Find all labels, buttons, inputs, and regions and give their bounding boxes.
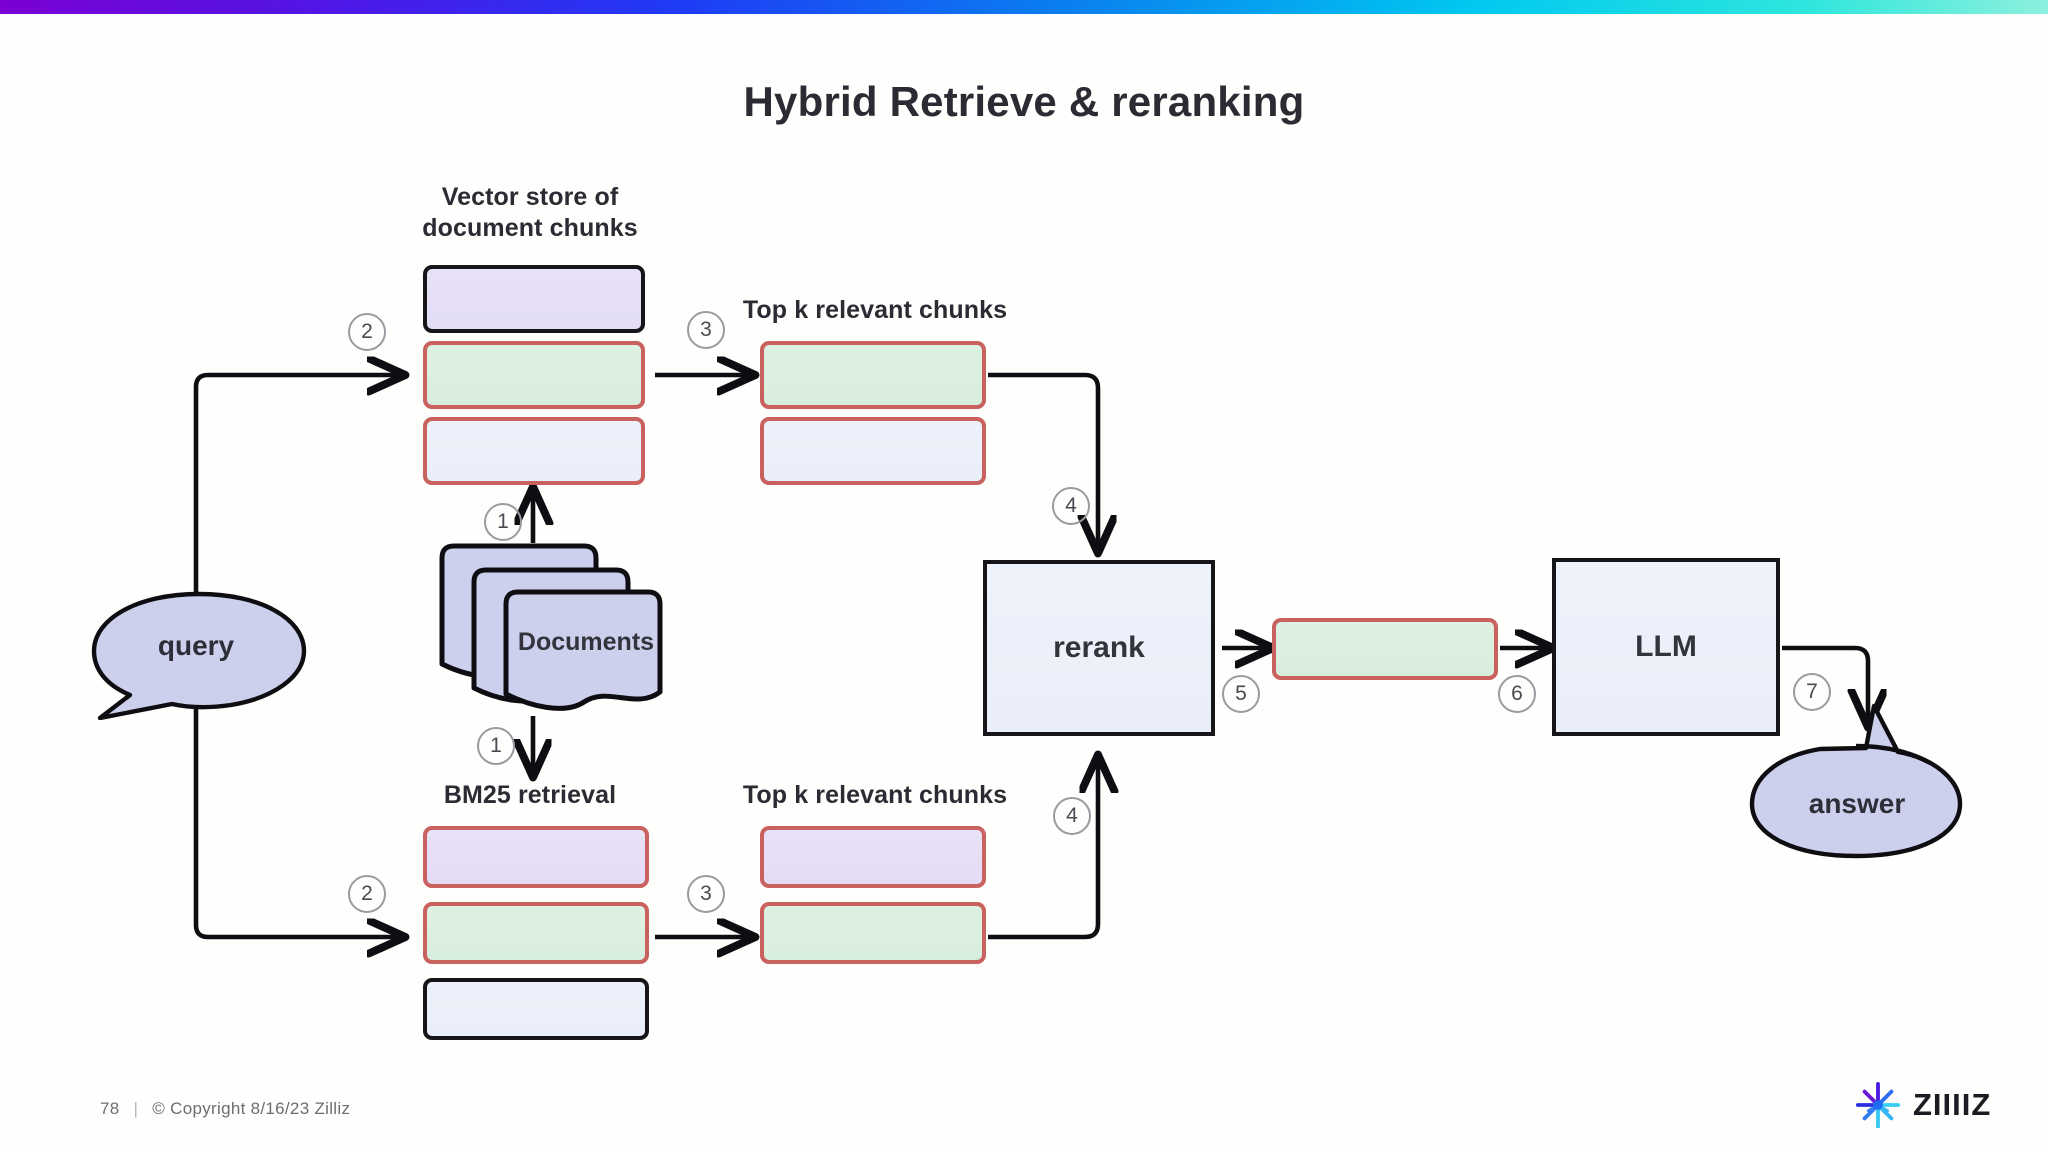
query-bubble-label: query [157,630,235,661]
vector-store-heading-line1: Vector store of [441,183,619,211]
zilliz-logo: ZIIIIZ [1855,1082,1991,1128]
zilliz-wordmark: ZIIIIZ [1913,1087,1992,1122]
answer-bubble-label: answer [1808,788,1906,819]
topk-bottom-chunk-1[interactable] [760,826,986,888]
documents-stack[interactable]: Documents [432,542,672,718]
vector-store-heading-line2: document chunks [422,213,638,242]
llm-label: LLM [1635,630,1697,663]
topk-top-chunk-2[interactable] [760,417,986,485]
topk-top-chunk-1[interactable] [760,341,986,409]
step-badge-7: 7 [1793,673,1831,711]
wire-topk-top-to-rerank [988,372,1098,548]
step-badge-3-top: 3 [687,311,725,349]
rerank-output-chunk[interactable] [1272,618,1498,680]
step-badge-1-down: 1 [477,727,515,765]
footer: 78 | © Copyright 8/16/23 Zilliz [100,1099,350,1119]
query-bubble-shape [91,591,307,720]
step-badge-1-up: 1 [484,503,522,541]
step-badge-4-bottom: 4 [1053,797,1091,835]
answer-bubble-shape [1749,703,1963,859]
query-bubble[interactable]: query [80,590,312,720]
step-badge-2-bottom: 2 [348,875,386,913]
answer-bubble[interactable]: answer [1738,700,1976,860]
brand-gradient-bar [0,0,2048,14]
vector-store-heading: Vector store of document chunks [390,182,670,243]
topk-top-heading-label: Top k relevant chunks [742,296,1008,324]
footer-page-number: 78 [100,1099,120,1118]
rerank-label: rerank [1053,631,1145,664]
zilliz-starburst-icon [1855,1082,1901,1128]
llm-box[interactable]: LLM [1552,558,1780,736]
vector-store-chunk-1[interactable] [423,265,645,333]
documents-stack-shape [439,543,663,711]
step-badge-5: 5 [1222,675,1260,713]
step-badge-2-top: 2 [348,313,386,351]
bm25-heading: BM25 retrieval [400,780,660,811]
step-badge-4-top: 4 [1052,487,1090,525]
topk-top-heading: Top k relevant chunks [705,295,1045,326]
step-badge-6: 6 [1498,675,1536,713]
topk-bottom-heading-label: Top k relevant chunks [742,781,1008,809]
step-badge-3-bottom: 3 [687,875,725,913]
wire-query-to-vectorstore [193,375,400,607]
vector-store-chunk-2[interactable] [423,341,645,409]
slide-title: Hybrid Retrieve & reranking [743,78,1305,125]
footer-divider: | [133,1099,139,1118]
topk-bottom-chunk-2[interactable] [760,902,986,964]
rerank-box[interactable]: rerank [983,560,1215,736]
topk-bottom-heading: Top k relevant chunks [705,780,1045,811]
bm25-heading-label: BM25 retrieval [443,781,617,809]
bm25-chunk-1[interactable] [423,826,649,888]
vector-store-chunk-3[interactable] [423,417,645,485]
footer-copyright: © Copyright 8/16/23 Zilliz [152,1099,351,1118]
bm25-chunk-3[interactable] [423,978,649,1040]
bm25-chunk-2[interactable] [423,902,649,964]
